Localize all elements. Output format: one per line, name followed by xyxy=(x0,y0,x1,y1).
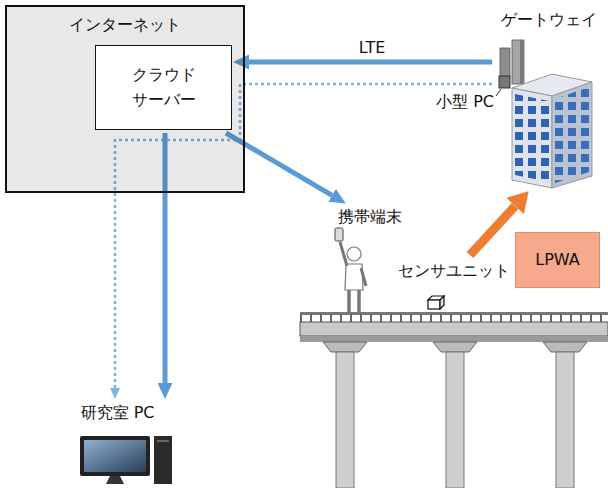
person-legs xyxy=(349,290,359,312)
connector-label: LTE xyxy=(359,38,386,57)
sensor-front xyxy=(428,300,440,309)
person-head xyxy=(347,247,361,261)
server-box: クラウド サーバー xyxy=(95,45,232,130)
monitor-frame xyxy=(80,436,150,476)
pier-cap xyxy=(543,342,587,352)
antenna-shade xyxy=(520,40,524,84)
person-arm xyxy=(340,242,347,266)
building-side xyxy=(552,82,592,188)
pier-cap xyxy=(433,342,477,352)
sensor-side xyxy=(440,296,444,309)
building-front xyxy=(512,88,552,188)
pc-tower-slot xyxy=(157,440,169,442)
antenna-tower xyxy=(512,40,524,84)
pier-cap xyxy=(323,342,367,352)
node-label: センサユニット xyxy=(398,261,510,282)
bridge-pier xyxy=(336,352,354,488)
part-label: 小型 PC xyxy=(436,92,494,111)
person-illustration xyxy=(335,228,366,312)
sensor-icon xyxy=(428,296,444,309)
phone-icon xyxy=(335,228,343,241)
node-label: LPWA xyxy=(535,250,579,271)
person-body xyxy=(345,264,363,290)
network-region: インターネットクラウド サーバー xyxy=(5,5,245,193)
bridge-girder xyxy=(300,336,608,342)
node-label: インターネット xyxy=(69,15,181,36)
monitor-screen xyxy=(84,440,146,472)
node-label: 携帯端末 xyxy=(338,207,402,228)
leader-line xyxy=(496,89,501,96)
building-illustration xyxy=(496,40,592,188)
pc-node: 研究室 PC xyxy=(40,400,195,486)
protocol-box: LPWA xyxy=(515,232,600,288)
small-pc-icon xyxy=(499,76,510,88)
sensor-node: センサユニット xyxy=(395,258,513,312)
antenna-tower xyxy=(500,48,510,78)
bridge-railing xyxy=(300,314,608,322)
building-windows xyxy=(555,87,589,183)
connector xyxy=(470,206,515,255)
pc-tower xyxy=(154,436,172,484)
node-label: ゲートウェイ xyxy=(501,10,597,31)
bridge-pier xyxy=(556,352,574,488)
bridge-pier xyxy=(446,352,464,488)
connector xyxy=(249,60,492,65)
bridge-illustration xyxy=(300,312,608,488)
bridge-deck xyxy=(300,322,608,336)
building-windows xyxy=(515,94,549,182)
node-label: 研究室 PC xyxy=(81,403,155,424)
node-label: クラウド サーバー xyxy=(127,63,201,113)
monitor-stand xyxy=(106,476,124,484)
gateway-node: ゲートウェイ xyxy=(495,8,603,190)
person-arm xyxy=(361,268,366,286)
pc-illustration xyxy=(80,436,172,484)
